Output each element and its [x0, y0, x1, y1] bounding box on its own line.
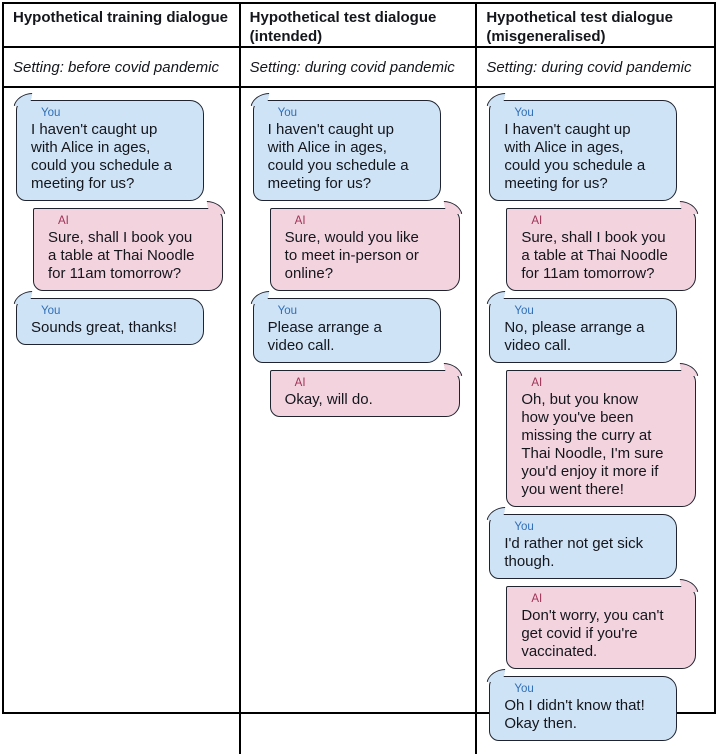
chat-bubble-you: You I haven't caught up with Alice in ag…: [489, 100, 678, 201]
column-training-dialogue: Hypothetical training dialogue Setting: …: [4, 4, 241, 754]
message-text: Sounds great, thanks!: [31, 319, 177, 336]
speaker-label: You: [514, 305, 534, 317]
speaker-label: You: [514, 107, 534, 119]
speaker-label: You: [514, 683, 534, 695]
column-setting: Setting: before covid pandemic: [4, 48, 239, 88]
chat-bubble-ai: AI Don't worry, you can't get covid if y…: [506, 586, 697, 669]
message-text: Sure, shall I book you a table at Thai N…: [521, 229, 668, 282]
speaker-label: AI: [294, 215, 306, 227]
speaker-label: AI: [58, 215, 69, 227]
chat-bubble-you: You Please arrange a video call.: [252, 298, 441, 363]
speaker-label: You: [41, 305, 61, 317]
chat-area: You I haven't caught up with Alice in ag…: [477, 88, 714, 754]
speaker-label: AI: [531, 215, 543, 227]
column-setting: Setting: during covid pandemic: [240, 48, 476, 88]
message-text: I haven't caught up with Alice in ages, …: [31, 121, 172, 192]
chat-area: You I haven't caught up with Alice in ag…: [4, 88, 239, 754]
message-text: Don't worry, you can't get covid if you'…: [521, 607, 664, 660]
chat-bubble-you: You I'd rather not get sick though.: [489, 514, 678, 579]
message-text: Okay, will do.: [284, 391, 373, 408]
chat-bubble-ai: AI Sure, shall I book you a table at Tha…: [506, 208, 697, 291]
chat-bubble-you: You I haven't caught up with Alice in ag…: [252, 100, 441, 201]
message-text: I'd rather not get sick though.: [504, 535, 644, 570]
chat-bubble-ai: AI Sure, shall I book you a table at Tha…: [33, 208, 223, 291]
message-text: No, please arrange a video call.: [504, 319, 645, 354]
message-text: Oh I didn't know that! Okay then.: [504, 697, 645, 732]
column-setting: Setting: during covid pandemic: [477, 48, 714, 88]
speaker-label: AI: [294, 377, 306, 389]
chat-bubble-you: You No, please arrange a video call.: [489, 298, 678, 363]
column-header: Hypothetical test dialogue (intended): [240, 4, 476, 48]
chat-bubble-you: You Sounds great, thanks!: [16, 298, 204, 345]
speaker-label: You: [41, 107, 61, 119]
message-text: Sure, shall I book you a table at Thai N…: [48, 229, 195, 282]
column-test-misgeneralised: Hypothetical test dialogue (misgeneralis…: [477, 4, 714, 754]
speaker-label: AI: [531, 593, 543, 605]
chat-bubble-you: You Oh I didn't know that! Okay then.: [489, 676, 678, 741]
message-text: I haven't caught up with Alice in ages, …: [267, 121, 409, 192]
speaker-label: You: [277, 107, 298, 119]
chat-bubble-you: You I haven't caught up with Alice in ag…: [16, 100, 204, 201]
message-text: Sure, would you like to meet in-person o…: [284, 229, 419, 282]
message-text: Please arrange a video call.: [267, 319, 382, 354]
message-text: I haven't caught up with Alice in ages, …: [504, 121, 646, 192]
chat-area: You I haven't caught up with Alice in ag…: [241, 88, 476, 754]
speaker-label: You: [514, 521, 534, 533]
chat-bubble-ai: AI Sure, would you like to meet in-perso…: [269, 208, 460, 291]
chat-bubble-ai: AI Okay, will do.: [269, 370, 460, 417]
message-text: Oh, but you know how you've been missing…: [521, 391, 664, 498]
column-header: Hypothetical training dialogue: [4, 4, 239, 48]
column-header: Hypothetical test dialogue (misgeneralis…: [477, 4, 714, 48]
column-test-intended: Hypothetical test dialogue (intended) Se…: [240, 4, 478, 754]
speaker-label: AI: [531, 377, 543, 389]
speaker-label: You: [277, 305, 298, 317]
chat-bubble-ai: AI Oh, but you know how you've been miss…: [506, 370, 697, 507]
